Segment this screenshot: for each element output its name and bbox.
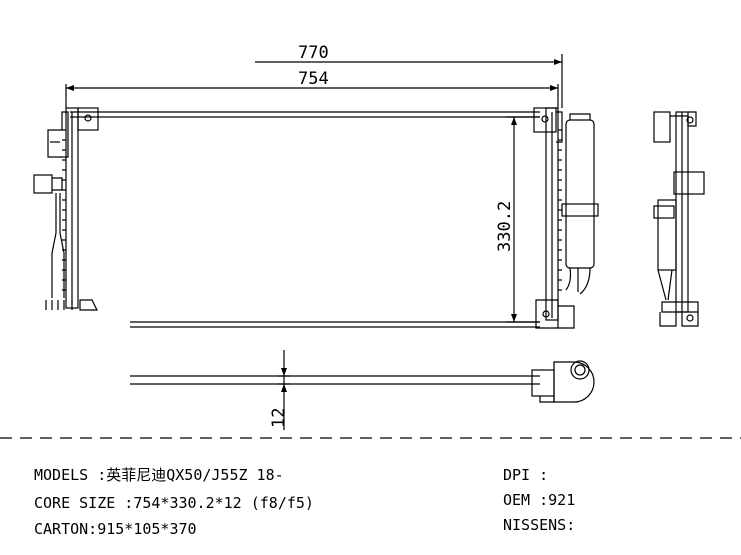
spec-nissens: NISSENS: bbox=[503, 516, 576, 534]
spec-dpi: DPI : bbox=[503, 466, 549, 484]
dimension-lines bbox=[65, 54, 563, 430]
spec-models: MODELS :英菲尼迪QX50/J55Z 18- bbox=[34, 466, 284, 484]
top-view bbox=[130, 360, 595, 403]
spec-carton: CARTON:915*105*370 bbox=[34, 520, 197, 538]
front-view bbox=[33, 107, 599, 329]
side-view bbox=[653, 111, 705, 327]
dim-overall-length: 770 bbox=[298, 43, 329, 63]
spec-oem: OEM :921 bbox=[503, 491, 576, 509]
condenser-drawing: 770 754 330.2 12 bbox=[0, 43, 741, 439]
dim-core-height: 330.2 bbox=[495, 201, 515, 252]
spec-core-size: CORE SIZE :754*330.2*12 (f8/f5) bbox=[34, 494, 314, 512]
dim-thickness: 12 bbox=[269, 408, 289, 428]
dim-core-length: 754 bbox=[298, 69, 329, 89]
dimension-arrows bbox=[66, 59, 562, 392]
